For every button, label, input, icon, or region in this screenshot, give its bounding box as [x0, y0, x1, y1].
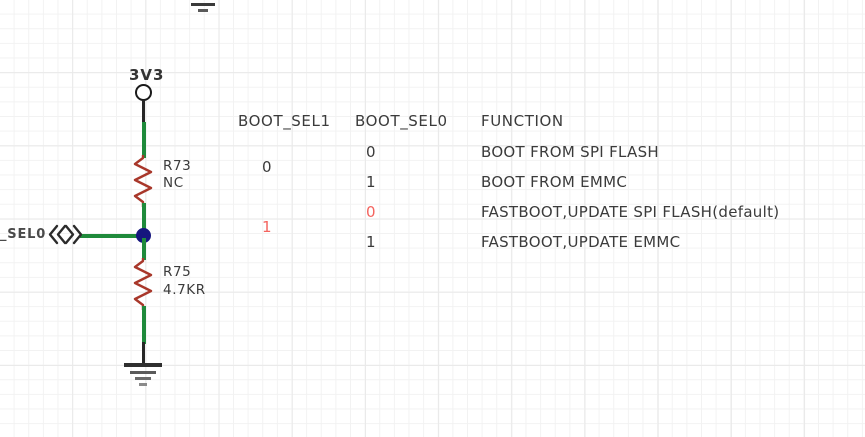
component-value-r75: 4.7KR — [163, 282, 206, 298]
table-header-boot-sel1: BOOT_SEL1 — [238, 112, 331, 130]
table-row-1-boot-sel0: 1 — [366, 173, 376, 191]
power-net-label: 3V3 — [129, 66, 165, 84]
component-ref-r73: R73 — [163, 158, 192, 174]
net-port-label: _SEL0 — [0, 227, 47, 242]
table-row-2-boot-sel0: 0 — [366, 203, 376, 221]
ground-icon-partial-bar-2 — [198, 9, 208, 12]
power-pin-stub — [142, 100, 145, 124]
ground-pin-stub — [142, 342, 145, 364]
component-value-r73: NC — [163, 175, 184, 191]
wire-junction-to-r75 — [141, 238, 146, 260]
table-row-0-function: BOOT FROM SPI FLASH — [481, 143, 659, 161]
table-row-3-boot-sel0: 1 — [366, 233, 376, 251]
wire-r75-to-ground — [141, 306, 146, 344]
table-row-2-boot-sel1: 1 — [262, 218, 272, 236]
table-row-2-function: FASTBOOT,UPDATE SPI FLASH(default) — [481, 203, 780, 221]
ground-icon-bar-3 — [135, 377, 151, 380]
table-header-function: FUNCTION — [481, 112, 564, 130]
resistor-icon-r73[interactable] — [130, 155, 156, 207]
ground-icon-partial-bar-1 — [191, 3, 215, 6]
ground-icon-bar-4 — [139, 383, 147, 386]
table-row-0-boot-sel0: 0 — [366, 143, 376, 161]
table-header-boot-sel0: BOOT_SEL0 — [355, 112, 448, 130]
wire-junction-dot — [136, 228, 151, 243]
ground-icon-bar-2 — [130, 371, 156, 374]
wire-vcc-to-r73 — [141, 122, 146, 158]
table-row-0-boot-sel1: 0 — [262, 158, 272, 176]
ground-icon-bar-1 — [124, 363, 162, 367]
power-flag-icon — [135, 84, 152, 101]
component-ref-r75: R75 — [163, 264, 192, 280]
wire-r73-to-junction — [141, 203, 146, 237]
resistor-icon-r75[interactable] — [130, 258, 156, 310]
net-port-icon[interactable] — [48, 224, 82, 245]
wire-netport-to-junction — [80, 233, 144, 238]
table-row-3-function: FASTBOOT,UPDATE EMMC — [481, 233, 681, 251]
table-row-1-function: BOOT FROM EMMC — [481, 173, 628, 191]
